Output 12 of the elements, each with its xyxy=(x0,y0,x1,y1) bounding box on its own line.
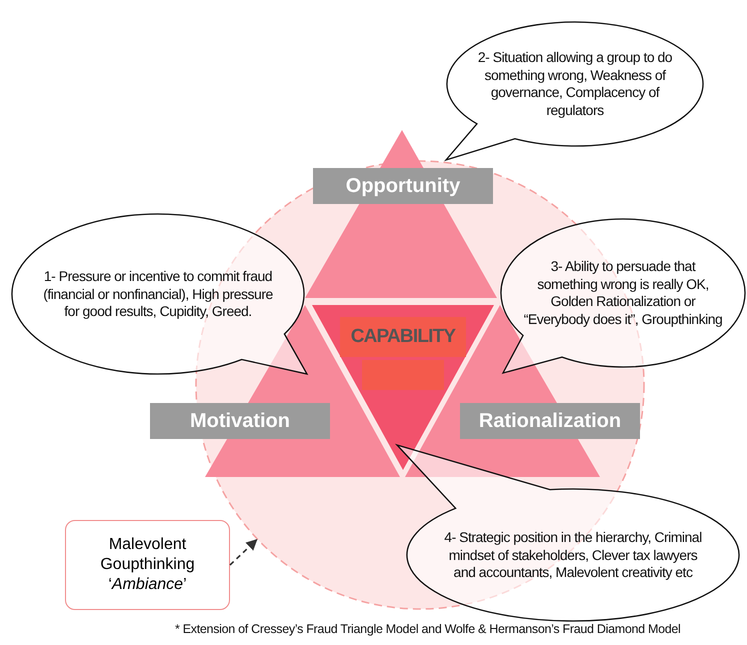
callout-text: 1- Pressure or incentive to commit fraud (financial or nonfinancial), High pressure for good results, Cupidity, Greed. xyxy=(43,268,273,320)
callout-text: 4- Strategic position in the hierarchy, Criminal mindset of stakeholders, Clever tax lawyers and accountants, Malevolent creativity etc xyxy=(443,528,703,582)
label-tag: Motivation xyxy=(150,403,330,439)
rounded-box xyxy=(65,520,230,610)
callout-text: 3- Ability to persuade that something wrong is really OK, Golden Rationalization or “Everybody does it”, Groupthinking xyxy=(523,258,723,328)
label-tag: Opportunity xyxy=(313,168,493,204)
arrow xyxy=(229,538,258,566)
callout-text: 2- Situation allowing a group to do something wrong, Weakness of governance, Complacency of regulators xyxy=(476,49,674,119)
label-tag: Rationalization xyxy=(460,403,640,439)
box-text: Malevolent Goupthinking ‘Ambiance’ xyxy=(99,535,196,595)
caption: * Extension of Cressey’s Fraud Triangle Model and Wolfe & Hermanson’s Fraud Diamond Model xyxy=(175,622,681,636)
heading-label: CAPABILITY xyxy=(340,317,466,357)
